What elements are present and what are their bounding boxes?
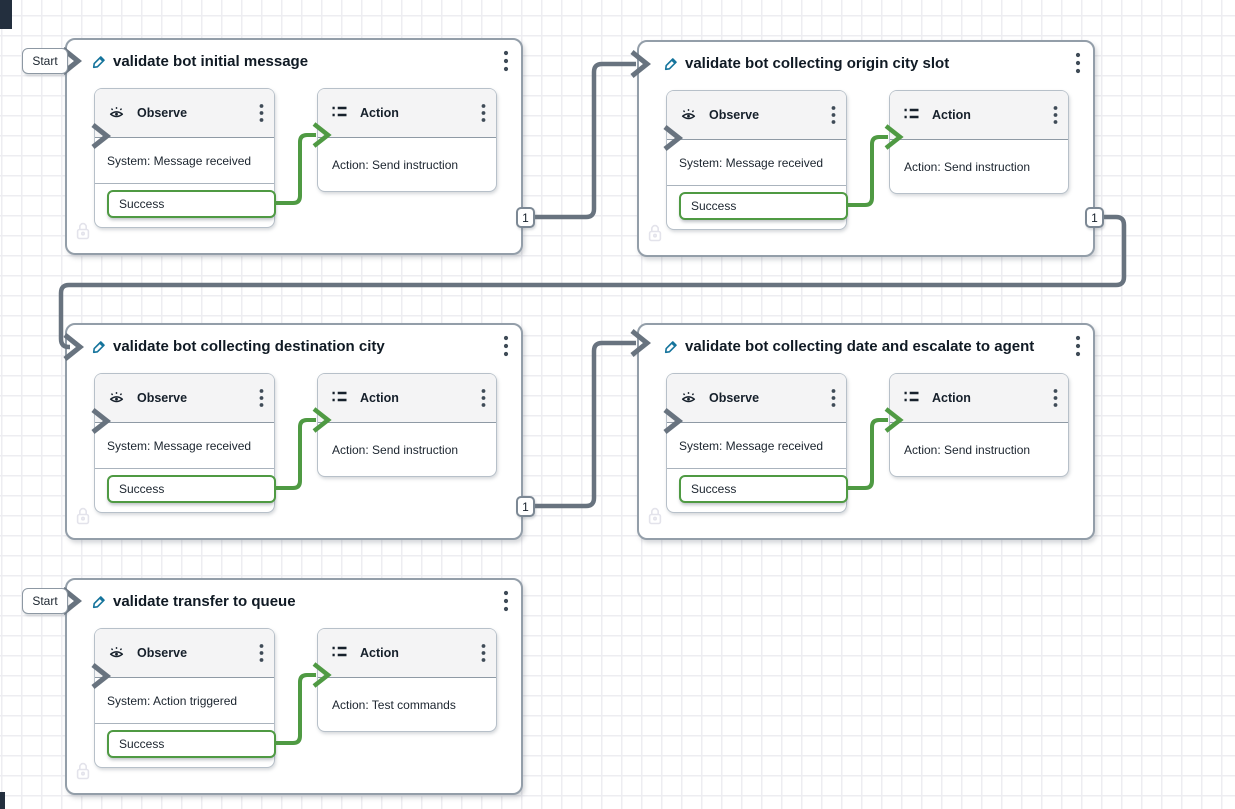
start-badge: Start <box>22 48 68 74</box>
observe-block-header: Observe <box>95 89 274 138</box>
action-block-header: Action <box>318 89 496 138</box>
observe-block[interactable]: Observe System: Message received Success <box>94 88 276 228</box>
kebab-menu-icon[interactable] <box>259 388 264 413</box>
connection-order-badge: 1 <box>1085 207 1104 228</box>
list-icon <box>331 644 348 664</box>
start-badge: Start <box>22 588 68 614</box>
action-block-header: Action <box>890 91 1068 140</box>
card-title: validate transfer to queue <box>113 593 296 610</box>
lock-icon <box>75 221 91 247</box>
kebab-menu-icon[interactable] <box>481 103 486 128</box>
observe-block-header: Observe <box>667 374 846 423</box>
action-instruction: Action: Test commands <box>332 698 456 712</box>
observe-block-header: Observe <box>95 629 274 678</box>
panel-edge <box>0 792 5 809</box>
kebab-menu-icon[interactable] <box>831 388 836 413</box>
kebab-menu-icon[interactable] <box>259 103 264 128</box>
eye-icon <box>680 389 697 411</box>
action-label: Action <box>360 391 399 405</box>
kebab-menu-icon[interactable] <box>503 589 509 618</box>
observe-block[interactable]: Observe System: Message received Success <box>666 90 848 230</box>
card-title: validate bot collecting date and escalat… <box>685 338 1035 355</box>
observe-block-header: Observe <box>95 374 274 423</box>
action-instruction: Action: Send instruction <box>904 160 1031 174</box>
action-block-header: Action <box>318 629 496 678</box>
kebab-menu-icon[interactable] <box>831 105 836 130</box>
action-instruction: Action: Send instruction <box>332 443 459 457</box>
action-block[interactable]: Action Action: Send instruction <box>317 373 497 477</box>
test-case-card[interactable]: validate bot initial message Observe Sys… <box>65 38 523 255</box>
connection-order-badge: 1 <box>516 207 535 228</box>
kebab-menu-icon[interactable] <box>503 49 509 78</box>
list-icon <box>331 389 348 409</box>
eye-icon <box>108 104 125 126</box>
observe-condition: System: Message received <box>667 141 846 186</box>
observe-label: Observe <box>137 646 188 660</box>
eye-icon <box>108 389 125 411</box>
observe-block[interactable]: Observe System: Action triggered Success <box>94 628 276 768</box>
kebab-menu-icon[interactable] <box>481 388 486 413</box>
observe-condition: System: Action triggered <box>95 679 274 724</box>
panel-edge <box>0 0 12 29</box>
kebab-menu-icon[interactable] <box>259 643 264 668</box>
kebab-menu-icon[interactable] <box>1075 51 1081 80</box>
card-title: validate bot initial message <box>113 53 309 70</box>
kebab-menu-icon[interactable] <box>1075 334 1081 363</box>
observe-block-header: Observe <box>667 91 846 140</box>
observe-block[interactable]: Observe System: Message received Success <box>666 373 848 513</box>
action-instruction: Action: Send instruction <box>904 443 1031 457</box>
lock-icon <box>75 761 91 787</box>
action-label: Action <box>932 391 971 405</box>
action-label: Action <box>360 646 399 660</box>
eye-icon <box>108 644 125 666</box>
observe-condition: System: Message received <box>95 424 274 469</box>
action-block[interactable]: Action Action: Test commands <box>317 628 497 732</box>
list-icon <box>903 389 920 409</box>
connection-order-badge: 1 <box>516 496 535 517</box>
observe-condition: System: Message received <box>95 139 274 184</box>
success-port[interactable]: Success <box>107 190 276 218</box>
action-block[interactable]: Action Action: Send instruction <box>889 373 1069 477</box>
edit-title-icon[interactable] <box>663 56 679 77</box>
kebab-menu-icon[interactable] <box>1053 105 1058 130</box>
action-block[interactable]: Action Action: Send instruction <box>889 90 1069 194</box>
action-instruction: Action: Send instruction <box>332 158 459 172</box>
observe-label: Observe <box>137 106 188 120</box>
action-block-header: Action <box>890 374 1068 423</box>
edit-title-icon[interactable] <box>91 594 107 615</box>
action-label: Action <box>932 108 971 122</box>
test-case-card[interactable]: validate bot collecting destination city… <box>65 323 523 540</box>
card-title: validate bot collecting origin city slot <box>685 55 950 72</box>
success-port[interactable]: Success <box>107 475 276 503</box>
observe-label: Observe <box>137 391 188 405</box>
kebab-menu-icon[interactable] <box>1053 388 1058 413</box>
kebab-menu-icon[interactable] <box>481 643 486 668</box>
edit-title-icon[interactable] <box>91 54 107 75</box>
card-title: validate bot collecting destination city <box>113 338 385 355</box>
test-case-card[interactable]: validate bot collecting origin city slot… <box>637 40 1095 257</box>
action-block[interactable]: Action Action: Send instruction <box>317 88 497 192</box>
kebab-menu-icon[interactable] <box>503 334 509 363</box>
observe-condition: System: Message received <box>667 424 846 469</box>
edit-title-icon[interactable] <box>91 339 107 360</box>
edit-title-icon[interactable] <box>663 339 679 360</box>
eye-icon <box>680 106 697 128</box>
test-case-card[interactable]: validate bot collecting date and escalat… <box>637 323 1095 540</box>
success-port[interactable]: Success <box>679 475 848 503</box>
success-port[interactable]: Success <box>679 192 848 220</box>
success-port[interactable]: Success <box>107 730 276 758</box>
observe-label: Observe <box>709 391 760 405</box>
lock-icon <box>647 506 663 532</box>
observe-label: Observe <box>709 108 760 122</box>
observe-block[interactable]: Observe System: Message received Success <box>94 373 276 513</box>
test-case-card[interactable]: validate transfer to queue Observe Syste… <box>65 578 523 795</box>
list-icon <box>903 106 920 126</box>
lock-icon <box>75 506 91 532</box>
lock-icon <box>647 223 663 249</box>
action-label: Action <box>360 106 399 120</box>
action-block-header: Action <box>318 374 496 423</box>
list-icon <box>331 104 348 124</box>
